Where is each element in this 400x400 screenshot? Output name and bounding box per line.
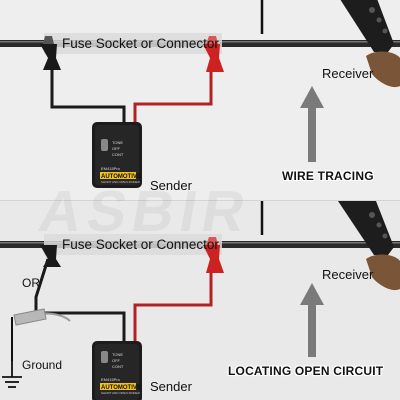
ground-label: Ground (22, 358, 63, 372)
receiver-probe (338, 201, 400, 291)
signal-arrow-icon (300, 86, 324, 162)
locating-open-circuit-title: LOCATING OPEN CIRCUIT (228, 364, 384, 378)
device-subtitle: SHORT AND OPEN FINDER (101, 391, 141, 395)
switch-label-tone: TONE (112, 140, 123, 145)
receiver-probe (340, 0, 400, 88)
switch-label-off: OFF (112, 146, 121, 151)
black-lead-wire (50, 70, 126, 122)
switch-label-cont: CONT (112, 152, 124, 157)
sender-label: Sender (150, 379, 192, 394)
sender-device: TONE OFF CONT EM415Pro AUTOMOTIVE SHORT … (92, 341, 142, 400)
wire-tracing-panel: TONE OFF CONT EM415Pro AUTOMOTIVE SHORT … (0, 0, 400, 200)
switch-label-cont: CONT (112, 364, 124, 369)
red-lead-wire (133, 72, 213, 122)
device-model: EM415Pro (101, 377, 121, 382)
signal-arrow-icon (300, 283, 324, 357)
wire-tracing-title: WIRE TRACING (282, 169, 374, 183)
receiver-label: Receiver (322, 66, 374, 81)
or-label: OR (22, 276, 40, 290)
mode-switch-icon (101, 139, 108, 151)
device-model: EM415Pro (101, 166, 121, 171)
red-clip-icon (203, 237, 224, 273)
device-brand: AUTOMOTIVE (101, 174, 141, 180)
connector-highlight (44, 33, 222, 54)
wire-tracing-illustration: TONE OFF CONT EM415Pro AUTOMOTIVE SHORT … (0, 0, 400, 188)
ground-icon (2, 361, 22, 388)
mode-switch-icon (101, 351, 108, 363)
open-circuit-panel: TONE OFF CONT EM415Pro AUTOMOTIVE SHORT … (0, 200, 400, 400)
open-circuit-illustration: TONE OFF CONT EM415Pro AUTOMOTIVE SHORT … (0, 201, 400, 400)
switch-label-tone: TONE (112, 352, 123, 357)
watermark: ASBIR (34, 179, 257, 244)
hand-icon (366, 51, 400, 88)
red-lead-wire (133, 273, 213, 341)
device-brand: AUTOMOTIVE (101, 385, 141, 391)
fuse-socket-label: Fuse Socket or Connector (62, 36, 219, 51)
ground-clip-icon (13, 308, 47, 326)
black-clip-icon (40, 245, 61, 267)
fuse-socket-label: Fuse Socket or Connector (62, 237, 219, 252)
black-lead-wire (34, 258, 126, 341)
hand-icon (366, 254, 400, 291)
black-clip-icon (40, 36, 61, 70)
red-clip-icon (203, 36, 224, 72)
switch-label-off: OFF (112, 358, 121, 363)
receiver-label: Receiver (322, 267, 374, 282)
sender-label: Sender (150, 178, 192, 193)
sender-device: TONE OFF CONT EM415Pro AUTOMOTIVE SHORT … (92, 122, 142, 188)
connector-highlight (44, 234, 222, 255)
device-subtitle: SHORT AND OPEN FINDER (101, 180, 141, 184)
